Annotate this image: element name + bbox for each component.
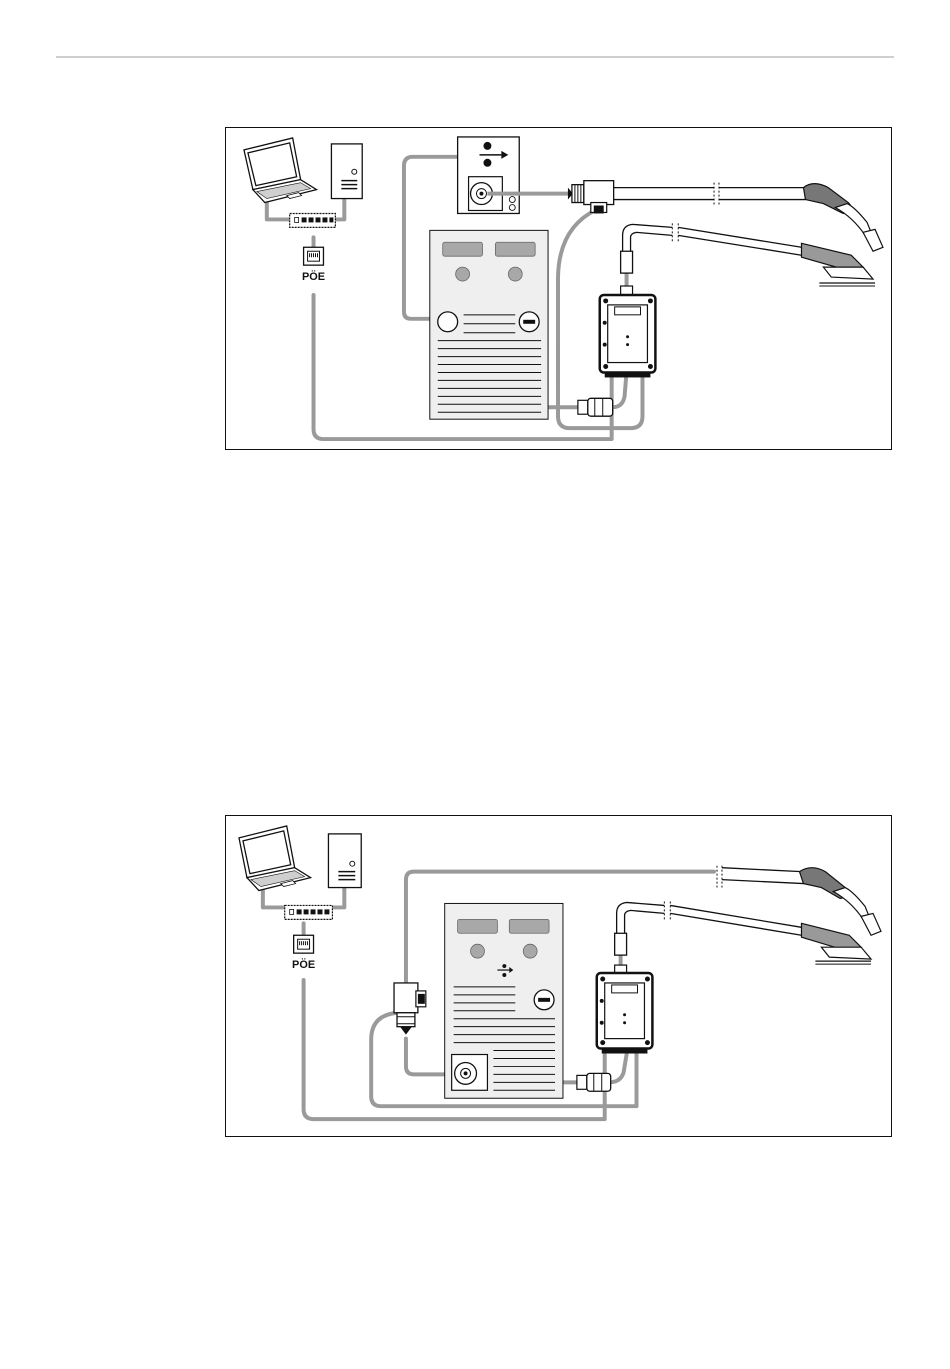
poe-label: PÖE [292,958,315,971]
laptop-icon [244,138,317,203]
laptop-icon [239,826,311,891]
power-source-icon [430,230,548,419]
welding-torch-icon [614,183,883,252]
current-sensor-icon [597,965,653,1053]
tower-pc-icon [328,834,361,888]
diagram-1-svg: PÖE [226,128,891,449]
poe-port-icon [304,247,324,265]
plug-icon [578,398,613,416]
ground-clamp-icon [621,223,875,286]
plug-icon [577,1073,611,1091]
current-sensor-icon [600,286,656,377]
diagram-2-svg: PÖE [226,816,891,1136]
wire-feeder-icon [458,137,520,214]
poe-label: PÖE [302,270,325,283]
connector-icon [394,983,426,1035]
network-switch-icon [285,905,333,919]
connection-diagram-1: PÖE [225,127,892,450]
connection-diagram-2: PÖE [225,815,892,1137]
ground-clamp-icon [615,901,871,964]
connector-icon [568,181,614,214]
power-source-icon [445,903,563,1098]
header-rule [56,56,894,58]
sensor-plug-cable [609,1055,627,1083]
tower-pc-icon [331,144,362,199]
pc-cable [329,888,344,908]
poe-port-icon [294,935,314,953]
laptop-cable [263,888,289,908]
network-switch-icon [290,213,336,227]
